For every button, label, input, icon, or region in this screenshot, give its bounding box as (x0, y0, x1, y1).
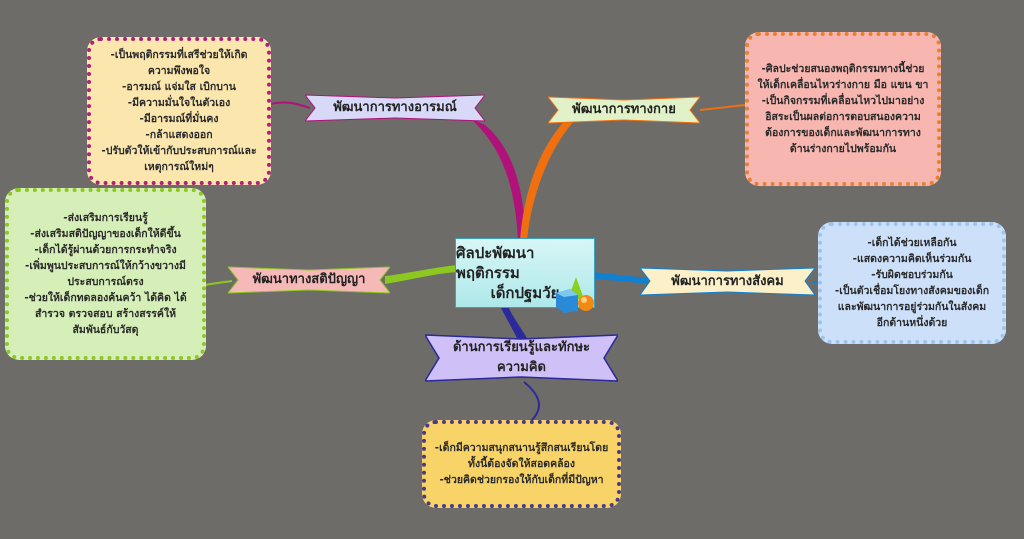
detail-line: -มีความมั่นใจในตัวเอง (127, 97, 231, 109)
label-shape (425, 334, 618, 382)
emotional-details-box: -เป็นพฤติกรรมที่เสรีช่วยให้เกิด ความพึงพ… (87, 37, 271, 185)
learning-details-box: -เด็กมีความสนุกสนานรู้สึกสนเรียนโดย ทั้ง… (422, 420, 621, 508)
central-topic-line: เด็กปฐมวัย (490, 284, 560, 302)
3d-shapes-icon (556, 277, 594, 313)
link-line-intellectual (204, 280, 233, 286)
detail-line: -เป็นตัวเชื่อมโยงทางสังคมของเด็ก (834, 285, 990, 297)
label-text: พัฒนาการทางกาย (572, 102, 676, 117)
detail-line: ด้านร่างกายไปพร้อมกัน (789, 143, 897, 155)
label-text: ความคิด (496, 360, 546, 375)
branch-label-learning[interactable]: ด้านการเรียนรู้และทักษะ ความคิด (425, 333, 618, 383)
detail-line: -เด็กมีความสนุกสนานรู้สึกสนเรียนโดย (434, 442, 609, 454)
link-line-learning (523, 381, 540, 423)
detail-line: -ส่งเสริมการเรียนรู้ (63, 212, 148, 224)
detail-line: ประสบการณ์ตรง (67, 276, 144, 288)
social-details-box: -เด็กได้ช่วยเหลือกัน -แสดงความคิดเห็นร่ว… (818, 222, 1006, 344)
branch-line-physical (520, 115, 575, 240)
detail-line: -เป็นกิจกรรมที่เคลื่อนไหวไปมาอย่าง (761, 95, 925, 107)
label-shape (548, 96, 700, 124)
central-topic[interactable]: ศิลปะพัฒนาพฤติกรรม เด็กปฐมวัย (455, 238, 595, 313)
link-line-physical (699, 104, 746, 111)
detail-line: -ช่วยให้เด็กทดลองค้นคว้า ได้คิด ได้ (24, 292, 187, 304)
label-text: ด้านการเรียนรู้และทักษะ (452, 340, 590, 355)
detail-line: -เด็กได้ช่วยเหลือกัน (867, 237, 957, 249)
branch-label-social[interactable]: พัฒนาการทางสังคม (640, 266, 815, 297)
branch-line-intellectual (385, 265, 457, 284)
branch-label-emotional[interactable]: พัฒนาการทางอารมณ์ (305, 93, 485, 123)
link-line-emotional (269, 101, 311, 109)
detail-line: -รับผิดชอบร่วมกัน (871, 269, 953, 281)
detail-line: -ปรับตัวให้เข้ากับประสบการณ์และ (101, 145, 257, 157)
detail-line: -เด็กได้รู้ผ่านด้วยการกระทำจริง (34, 244, 177, 256)
detail-line: อีกด้านหนึ่งด้วย (876, 317, 948, 329)
detail-line: -อารมณ์ แจ่มใส เบิกบาน (122, 81, 236, 93)
detail-line: -กล้าแสดงออก (145, 129, 213, 141)
label-text: พัฒนาการทางอารมณ์ (333, 100, 457, 115)
central-topic-line: ศิลปะพัฒนาพฤติกรรม (456, 244, 535, 282)
detail-line: เหตุการณ์ใหม่ๆ (144, 161, 214, 173)
detail-line: สัมพันธ์กับวัสดุ (72, 324, 139, 336)
detail-line: สำรวจ ตรวจสอบ สร้างสรรค์ให้ (34, 308, 177, 320)
label-shape (305, 94, 485, 122)
branch-line-learning (500, 306, 528, 340)
detail-line: -เป็นพฤติกรรมที่เสรีช่วยให้เกิด (110, 49, 248, 61)
detail-line: ทั้งนี้ต้องจัดให้สอดคล้อง (468, 458, 575, 470)
detail-line: อิสระเป็นผลต่อการตอบสนองความ (765, 111, 921, 123)
detail-line: -ส่งเสริมสติปัญญาของเด็กให้ดีขึ้น (30, 228, 181, 240)
physical-details-box: -ศิลปะช่วยสนองพฤติกรรมทางนี้ช่วย ให้เด็ก… (745, 32, 941, 186)
detail-line: ให้เด็กเคลื่อนไหวร่างกาย มือ แขน ขา (757, 79, 929, 91)
branch-label-physical[interactable]: พัฒนาการทางกาย (548, 95, 700, 125)
branch-line-social (593, 272, 648, 284)
label-text: พัฒนาทางสติปัญญา (252, 272, 366, 287)
branch-label-intellectual[interactable]: พัฒนาทางสติปัญญา (228, 265, 390, 295)
detail-line: ต้องการของเด็กและพัฒนาการทาง (765, 127, 921, 139)
label-shape (640, 267, 815, 296)
detail-line: -แสดงความคิดเห็นร่วมกัน (852, 253, 972, 265)
label-shape (228, 266, 390, 294)
branch-line-emotional (470, 118, 525, 240)
detail-line: และพัฒนาการอยู่ร่วมกันในสังคม (837, 301, 987, 313)
detail-line: ความพึงพอใจ (147, 65, 211, 77)
intellectual-details-box: -ส่งเสริมการเรียนรู้ -ส่งเสริมสติปัญญาขอ… (5, 188, 206, 360)
detail-line: -ช่วยคิดช่วยกรองให้กับเด็กที่มีปัญหา (439, 474, 604, 486)
detail-line: -ศิลปะช่วยสนองพฤติกรรมทางนี้ช่วย (761, 63, 925, 75)
detail-line: -เพิ่มพูนประสบการณ์ให้กว้างขวางมี (25, 260, 186, 272)
detail-line: -มีอารมณ์ที่มั่นคง (139, 113, 219, 125)
label-text: พัฒนาการทางสังคม (671, 273, 784, 289)
